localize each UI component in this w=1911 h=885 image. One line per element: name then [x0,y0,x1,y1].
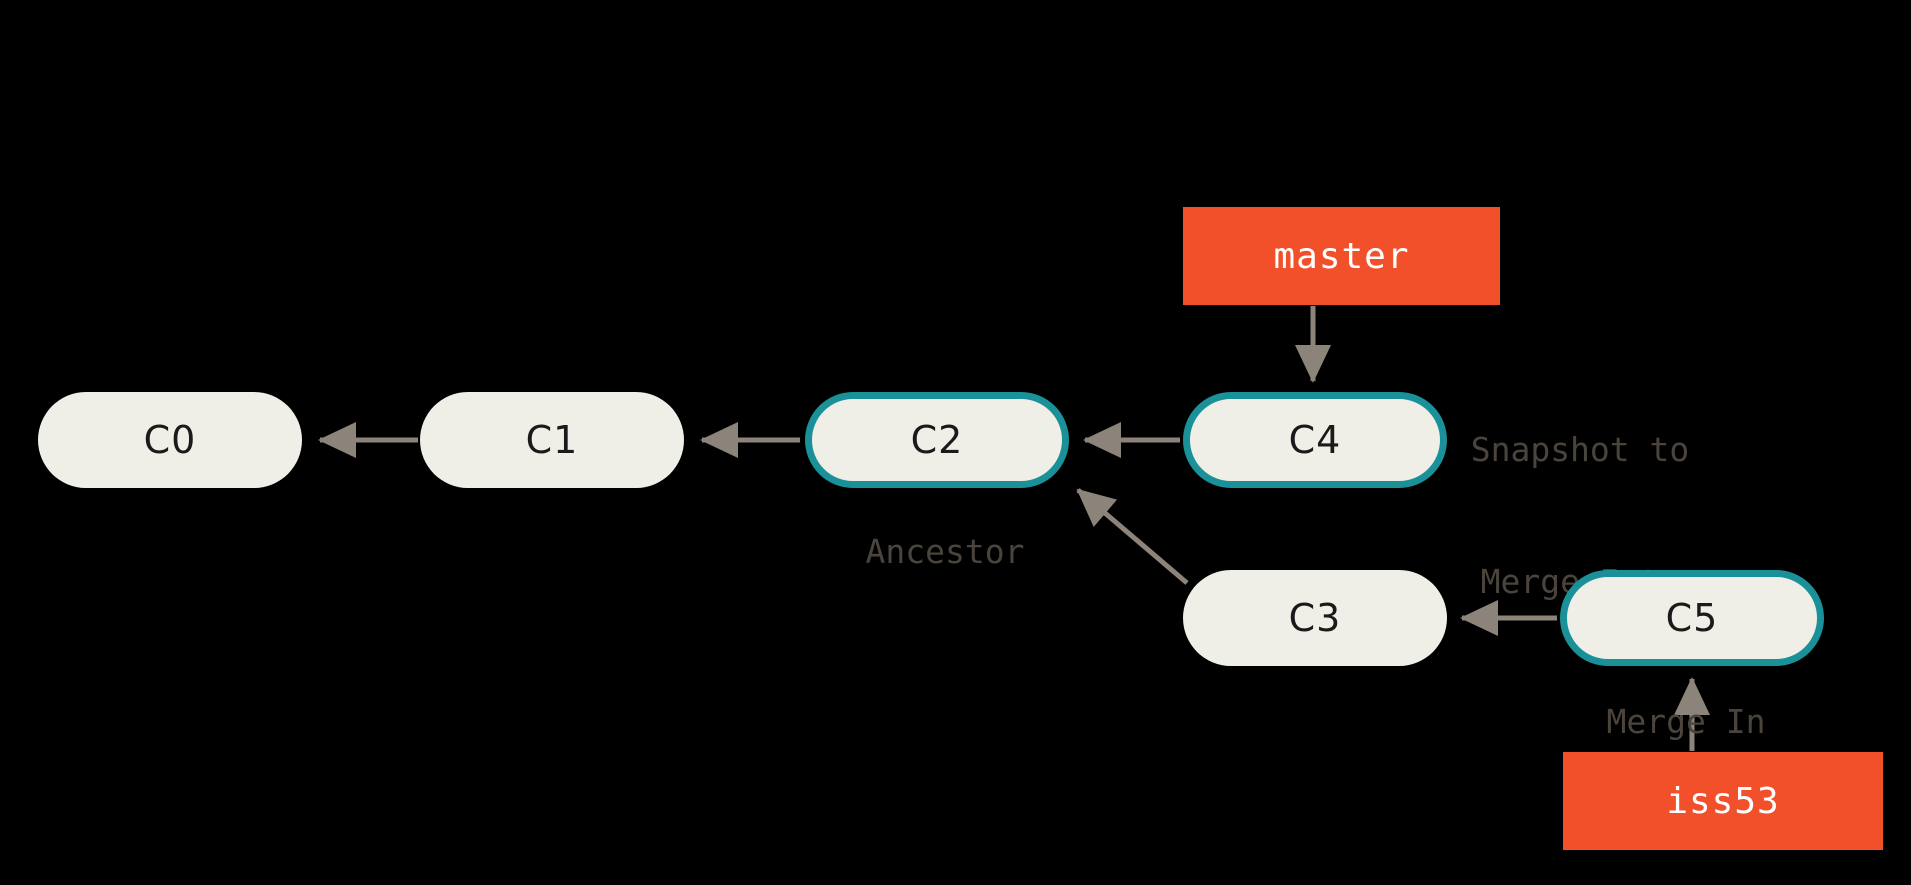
commit-label: C2 [910,418,964,462]
commit-node-c1[interactable]: C1 [420,392,684,488]
branch-label-text: master [1273,235,1410,277]
commit-node-c0[interactable]: C0 [38,392,302,488]
commit-node-c3[interactable]: C3 [1183,570,1447,666]
commit-node-c2[interactable]: C2 [805,392,1069,488]
commit-label: C0 [143,418,197,462]
commit-label: C1 [525,418,579,462]
commit-label: C3 [1288,596,1342,640]
commit-label: C5 [1665,596,1719,640]
annotation-line-2: Merge In [1606,702,1766,741]
edge-c3-to-c2 [1076,488,1189,585]
commit-label: C4 [1288,418,1342,462]
commit-node-c4[interactable]: C4 [1183,392,1447,488]
commit-node-c5[interactable]: C5 [1560,570,1824,666]
branch-label-iss53[interactable]: iss53 [1563,752,1883,850]
branch-label-master[interactable]: master [1183,207,1500,305]
branch-label-text: iss53 [1666,780,1780,822]
annotation-line-1: Snapshot to [1470,430,1690,469]
annotation-line-2: Ancestor [865,532,1025,571]
